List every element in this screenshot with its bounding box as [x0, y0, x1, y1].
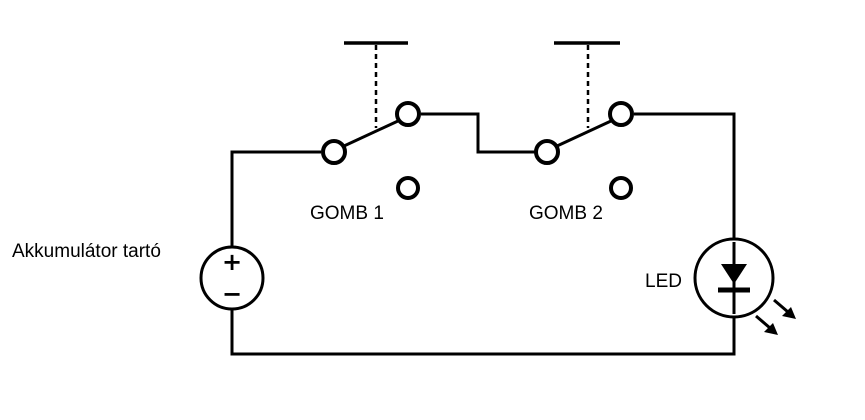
led-diode-triangle — [721, 264, 747, 284]
switch-1-label: GOMB 1 — [310, 203, 384, 224]
switch-2-lower-terminal — [609, 176, 633, 200]
battery-symbol — [199, 245, 265, 311]
switch-2-upper-terminal — [608, 101, 634, 127]
switch-2-lever — [556, 119, 612, 148]
switch-1-lever — [343, 119, 399, 148]
led-label: LED — [645, 271, 682, 292]
switch-2-common-terminal — [534, 139, 560, 165]
wire-bottom — [230, 310, 736, 356]
wire-left-top — [230, 150, 321, 247]
led: LED — [645, 237, 775, 319]
switch-1-common-terminal — [321, 139, 347, 165]
wire-between-switches — [421, 112, 535, 154]
battery-minus-sign: − — [222, 280, 242, 308]
switch-2-label: GOMB 2 — [529, 203, 603, 224]
battery-label: Akkumulátor tartó — [12, 241, 161, 262]
wire-right-top — [634, 112, 736, 238]
battery-holder: + − Akkumulátor tartó — [12, 241, 265, 311]
switch-1-upper-terminal — [395, 101, 421, 127]
switch-1-lower-terminal — [396, 176, 420, 200]
switch-2: GOMB 2 — [529, 41, 634, 224]
battery-plus-sign: + — [222, 248, 242, 276]
switch-1: GOMB 1 — [310, 41, 421, 224]
light-emission-arrows-icon — [755, 298, 796, 335]
